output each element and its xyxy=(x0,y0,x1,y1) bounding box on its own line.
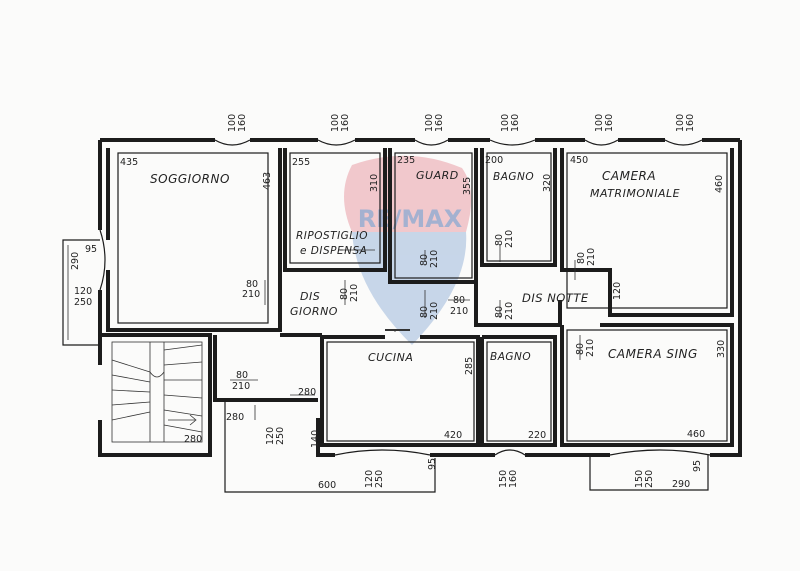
dim-hall-w2: 280 xyxy=(226,412,244,423)
svg-text:80: 80 xyxy=(453,295,465,306)
dim-bagno2-w: 220 xyxy=(528,430,546,441)
dim-bottom-95-b: 95 xyxy=(692,460,703,472)
label-dis-giorno-2: GIORNO xyxy=(290,305,338,318)
svg-text:210: 210 xyxy=(450,306,468,317)
svg-text:160: 160 xyxy=(434,114,445,132)
dim-balcony-left: 600 xyxy=(318,480,336,491)
label-camera-matrimoniale-2: MATRIMONIALE xyxy=(590,187,680,200)
svg-text:100: 100 xyxy=(500,114,511,132)
svg-text:100: 100 xyxy=(330,114,341,132)
window-dims-bottom: 120 250 150 160 150 250 120 250 120 250 xyxy=(74,286,655,488)
label-dis-giorno-1: DIS xyxy=(300,290,320,303)
svg-text:100: 100 xyxy=(424,114,435,132)
dim-balcony-side: 290 xyxy=(70,252,81,270)
svg-text:160: 160 xyxy=(604,114,615,132)
svg-text:210: 210 xyxy=(429,302,440,320)
outer-wall xyxy=(98,138,742,457)
dim-soggiorno-w: 435 xyxy=(120,157,138,168)
svg-text:80: 80 xyxy=(419,306,430,318)
dim-hall-w1: 280 xyxy=(298,387,316,398)
dim-ripostiglio-w: 255 xyxy=(292,157,310,168)
label-dis-notte: DIS NOTTE xyxy=(522,291,589,305)
svg-text:210: 210 xyxy=(232,381,250,392)
inner-outlines xyxy=(117,152,728,442)
dim-cucina-h: 285 xyxy=(464,357,475,375)
dim-hall-h: 140 xyxy=(310,430,321,448)
svg-text:160: 160 xyxy=(237,114,248,132)
svg-text:250: 250 xyxy=(644,470,655,488)
dim-bagno1-w: 200 xyxy=(485,155,503,166)
left-balcony xyxy=(62,239,100,346)
door-dims: 80 210 80 210 80 210 80 210 80 210 80 21… xyxy=(232,230,597,392)
label-camera-matrimoniale-1: CAMERA xyxy=(602,169,656,183)
doors xyxy=(230,245,581,420)
svg-text:160: 160 xyxy=(508,470,519,488)
dim-corr-120: 120 xyxy=(612,282,623,300)
svg-text:250: 250 xyxy=(275,427,286,445)
label-soggiorno: SOGGIORNO xyxy=(150,172,230,186)
dim-side-95: 95 xyxy=(85,244,97,255)
svg-text:250: 250 xyxy=(74,297,92,308)
dim-guard-h: 355 xyxy=(462,177,473,195)
dim-sing-w: 460 xyxy=(687,429,705,440)
label-cucina: CUCINA xyxy=(368,351,413,364)
dim-sing-h: 330 xyxy=(716,340,727,358)
svg-text:120: 120 xyxy=(364,470,375,488)
svg-text:150: 150 xyxy=(634,470,645,488)
dim-soggiorno-h: 463 xyxy=(262,172,273,190)
svg-text:100: 100 xyxy=(227,114,238,132)
label-bagno-1: BAGNO xyxy=(493,171,534,183)
svg-text:210: 210 xyxy=(242,289,260,300)
svg-text:250: 250 xyxy=(374,470,385,488)
svg-text:210: 210 xyxy=(586,248,597,266)
svg-text:100: 100 xyxy=(675,114,686,132)
dim-camera-h: 460 xyxy=(714,175,725,193)
svg-text:100: 100 xyxy=(594,114,605,132)
svg-text:80: 80 xyxy=(576,252,587,264)
dim-bottom-95-a: 95 xyxy=(427,458,438,470)
dim-camera-w: 450 xyxy=(570,155,588,166)
room-labels: SOGGIORNO RIPOSTIGLIO e DISPENSA GUARD B… xyxy=(150,169,698,364)
svg-text:160: 160 xyxy=(510,114,521,132)
remax-logo-text: RE/MAX xyxy=(358,205,463,233)
label-camera-sing: CAMERA SING xyxy=(608,347,698,361)
svg-text:210: 210 xyxy=(504,302,515,320)
svg-text:210: 210 xyxy=(429,250,440,268)
svg-text:160: 160 xyxy=(685,114,696,132)
svg-text:210: 210 xyxy=(504,230,515,248)
dim-guard-w: 235 xyxy=(397,155,415,166)
svg-text:210: 210 xyxy=(349,284,360,302)
dim-balcony-right: 290 xyxy=(672,479,690,490)
svg-text:80: 80 xyxy=(494,306,505,318)
windows xyxy=(99,139,711,456)
dim-stair-w: 280 xyxy=(184,434,202,445)
bottom-balconies xyxy=(224,400,709,493)
label-ripostiglio: RIPOSTIGLIO xyxy=(296,230,368,242)
stair-wall xyxy=(98,330,212,457)
svg-text:120: 120 xyxy=(265,427,276,445)
window-dims-top: 100 160 100 160 100 160 100 160 100 160 … xyxy=(227,114,696,132)
dim-cucina-w: 420 xyxy=(444,430,462,441)
svg-text:120: 120 xyxy=(74,286,92,297)
svg-text:80: 80 xyxy=(494,234,505,246)
label-guard: GUARD xyxy=(416,169,459,182)
svg-text:210: 210 xyxy=(585,339,596,357)
dim-bagno1-h: 320 xyxy=(542,174,553,192)
svg-text:160: 160 xyxy=(340,114,351,132)
svg-text:80: 80 xyxy=(246,279,258,290)
label-dispensa: e DISPENSA xyxy=(300,245,367,257)
interior-walls xyxy=(106,148,734,447)
svg-text:80: 80 xyxy=(236,370,248,381)
svg-text:150: 150 xyxy=(498,470,509,488)
dimension-labels: 435 463 255 310 235 355 200 320 450 460 … xyxy=(70,155,727,491)
svg-text:80: 80 xyxy=(339,288,350,300)
svg-text:80: 80 xyxy=(419,254,430,266)
label-bagno-2: BAGNO xyxy=(490,351,531,363)
svg-text:80: 80 xyxy=(575,343,586,355)
staircase xyxy=(111,341,203,443)
dim-ripostiglio-h: 310 xyxy=(369,174,380,192)
